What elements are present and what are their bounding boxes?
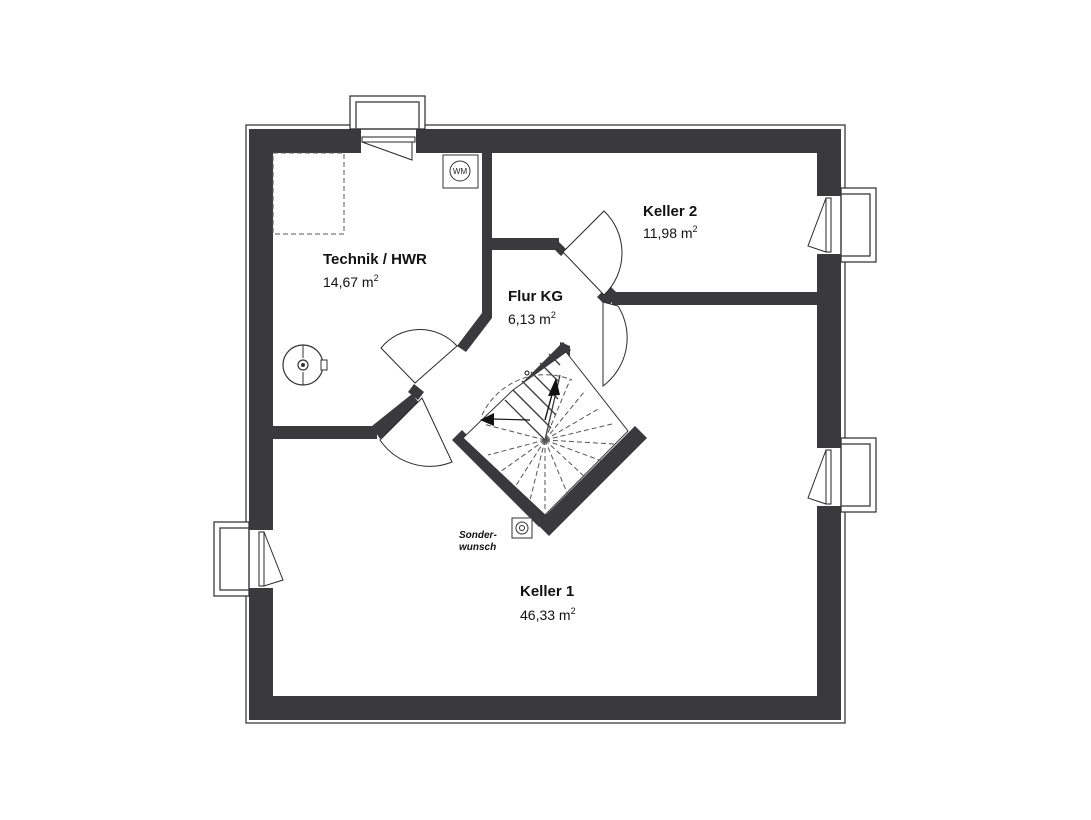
window-top xyxy=(349,95,426,161)
boiler-symbol xyxy=(282,344,328,386)
sonderwunsch-line2: wunsch xyxy=(459,542,496,553)
keller1-area: 46,33 m2 xyxy=(520,606,576,623)
door-keller2 xyxy=(562,210,623,296)
flur-name: Flur KG xyxy=(508,288,563,305)
outer-outline xyxy=(245,124,846,724)
keller1-name: Keller 1 xyxy=(520,583,574,600)
technik-equipment-outline xyxy=(272,152,345,235)
window-right-lower xyxy=(807,437,877,513)
sonderwunsch-symbol xyxy=(511,517,533,539)
keller2-area: 11,98 m2 xyxy=(643,224,698,241)
window-right-upper xyxy=(807,187,877,263)
wm-label: WM xyxy=(453,167,468,176)
keller2-name: Keller 2 xyxy=(643,203,697,220)
washing-machine: WM xyxy=(442,154,479,189)
staircase xyxy=(462,351,629,516)
technik-name: Technik / HWR xyxy=(323,251,427,268)
door-technik xyxy=(380,328,458,384)
window-left xyxy=(213,521,284,597)
flur-area: 6,13 m2 xyxy=(508,310,556,327)
technik-area: 14,67 m2 xyxy=(323,273,379,290)
door-keller1-left xyxy=(379,397,453,467)
sonderwunsch-line1: Sonder- xyxy=(459,530,497,541)
door-keller1-right xyxy=(602,301,628,387)
